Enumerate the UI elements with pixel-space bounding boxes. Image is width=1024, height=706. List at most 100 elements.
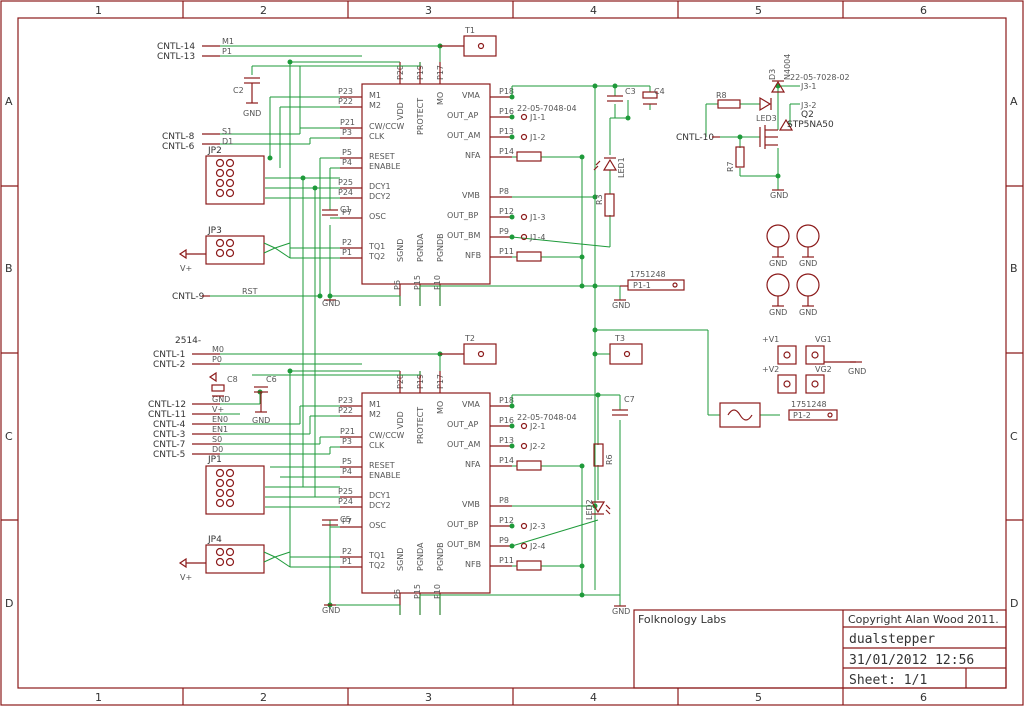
bot-pin-num-p25: P25 — [338, 487, 353, 496]
top-pin-label-clk: CLK — [369, 132, 385, 141]
top-pin-num-p11: P11 — [499, 247, 514, 256]
bot-pin-label-nfb: NFB — [465, 560, 481, 569]
net-en0: EN0 — [212, 415, 228, 424]
top-pin-num-p22: P22 — [338, 97, 353, 106]
bot-pin-label-vmb: VMB — [462, 500, 480, 509]
col-label-3-bottom: 3 — [425, 691, 432, 704]
bot-pin-label-nfa: NFA — [465, 460, 481, 469]
jp2-jumper — [205, 155, 265, 205]
top-pin-num-p24: P24 — [338, 188, 353, 197]
title-block — [633, 609, 1007, 689]
col-label-5-bottom: 5 — [755, 691, 762, 704]
bottom-chip-left-pin-nums: P23 P22 P21 P3 P5 P4 P25 P24 P7 P2 P1 — [338, 396, 355, 566]
t2-testpoint — [440, 343, 497, 365]
bot-pin-label-protect: PROTECT — [416, 407, 425, 444]
net-gnd: GND — [212, 395, 230, 404]
top-pin-num-p25: P25 — [338, 178, 353, 187]
bot-pin-label-osc: OSC — [369, 521, 386, 530]
bot-pin-label-outbm: OUT_BM — [447, 540, 481, 549]
bottom-chip-right-labels: VMA OUT_AP OUT_AM NFA VMB OUT_BP OUT_BM … — [447, 400, 481, 569]
bot-pin-label-enable: ENABLE — [369, 471, 401, 480]
p1-2-label: P1-2 — [793, 411, 811, 420]
top-chip-right-pin-nums: P18 P16 P13 P14 P8 P12 P9 P11 — [499, 87, 514, 256]
top-pin-num-p23: P23 — [338, 87, 353, 96]
gnd-bottom-sgnd-label: GND — [322, 606, 340, 615]
net-s1: S1 — [222, 127, 232, 136]
top-pin-label-outam: OUT_AM — [447, 131, 481, 140]
q2-part: STP5NA50 — [787, 120, 834, 130]
top-pin-num-p15: P15 — [413, 275, 422, 290]
c8-label: C8 — [227, 375, 238, 384]
bot-pin-num-p23: P23 — [338, 396, 353, 405]
bot-pin-num-p14: P14 — [499, 456, 514, 465]
top-pin-label-m2: M2 — [369, 101, 381, 110]
net-cntl-8: CNTL-8 — [162, 132, 195, 142]
col-label-2-top: 2 — [260, 4, 267, 17]
top-pin-label-vmb: VMB — [462, 191, 480, 200]
p1-1-part: 1751248 — [630, 270, 666, 279]
title-design: dualstepper — [849, 632, 935, 647]
top-pin-num-p13: P13 — [499, 127, 514, 136]
sense-resistors — [516, 151, 542, 571]
bot-pin-num-p1: P1 — [342, 557, 352, 566]
c2-label: C2 — [233, 86, 244, 95]
net-cntl-14: CNTL-14 — [157, 42, 195, 52]
top-pin-label-dcy2: DCY2 — [369, 192, 391, 201]
c1-label: C1 — [340, 205, 351, 214]
j1-2: J1-2 — [529, 133, 545, 142]
mh-gnd-3: GND — [769, 308, 787, 317]
bot-pin-num-p11: P11 — [499, 556, 514, 565]
p1-2-part: 1751248 — [791, 400, 827, 409]
vplus-top-symbol — [178, 248, 206, 260]
top-pin-num-p12: P12 — [499, 207, 514, 216]
vplus-bottom-symbol — [178, 557, 206, 569]
top-pin-num-p14: P14 — [499, 147, 514, 156]
bot-pin-num-p6: P6 — [393, 589, 402, 599]
power-pad-gnd: GND — [848, 367, 866, 376]
vplus-mid-symbol — [208, 371, 217, 383]
q2-label: Q2 — [801, 110, 814, 120]
mh-gnd-4: GND — [799, 308, 817, 317]
d3-diode — [770, 80, 786, 93]
net-cntl-5: CNTL-5 — [153, 450, 185, 460]
top-pin-num-p10: P10 — [433, 275, 442, 290]
c3-capacitor — [607, 95, 623, 102]
top-pin-num-p7: P7 — [342, 208, 352, 217]
top-pin-label-nfa: NFA — [465, 151, 481, 160]
top-pin-label-nfb: NFB — [465, 251, 481, 260]
r3-label: R3 — [595, 194, 604, 205]
net-cntl-13: CNTL-13 — [157, 52, 195, 62]
top-pin-label-pgnda: PGNDA — [416, 233, 425, 262]
bot-pin-num-p4: P4 — [342, 467, 352, 476]
mounting-holes — [766, 224, 820, 307]
bot-pin-label-dcy2: DCY2 — [369, 501, 391, 510]
top-pin-label-outbp: OUT_BP — [447, 211, 479, 220]
net-cntl-7: CNTL-7 — [153, 440, 185, 450]
jp3-label: JP3 — [207, 226, 222, 236]
title-copyright: Copyright Alan Wood 2011. — [848, 613, 999, 626]
top-pin-num-p4: P4 — [342, 158, 352, 167]
top-pin-label-outbm: OUT_BM — [447, 231, 481, 240]
net-cntl-1: CNTL-1 — [153, 350, 185, 360]
net-cntl-9: CNTL-9 — [172, 292, 205, 302]
col-label-4-bottom: 4 — [590, 691, 597, 704]
top-pin-num-p1: P1 — [342, 248, 352, 257]
net-d0: D0 — [212, 445, 223, 454]
bot-pin-num-p15: P15 — [413, 584, 422, 599]
d3-part: N4004 — [783, 54, 792, 80]
j2-connector-label: 22-05-7048-04 — [517, 413, 577, 422]
bot-pin-label-tq2: TQ2 — [368, 561, 385, 570]
r8-label: R8 — [716, 91, 727, 100]
top-chip-left-pin-nums: P23 P22 P21 P3 P5 P4 P25 P24 P7 P2 P1 — [338, 87, 355, 257]
row-label-a-left: A — [5, 95, 13, 108]
bot-pin-num-p21: P21 — [340, 427, 355, 436]
j3-conn: 22-05-7028-02 — [790, 73, 850, 82]
r7-resistor — [735, 146, 745, 168]
top-pin-label-dcy1: DCY1 — [369, 182, 391, 191]
top-chip-left-labels: M1 M2 CW/CCW CLK RESET ENABLE DCY1 DCY2 … — [368, 91, 404, 261]
top-pin-num-p3: P3 — [342, 128, 352, 137]
q2-mosfet — [759, 118, 794, 149]
top-pin-num-p5: P5 — [342, 148, 352, 157]
top-pin-label-reset: RESET — [369, 152, 395, 161]
